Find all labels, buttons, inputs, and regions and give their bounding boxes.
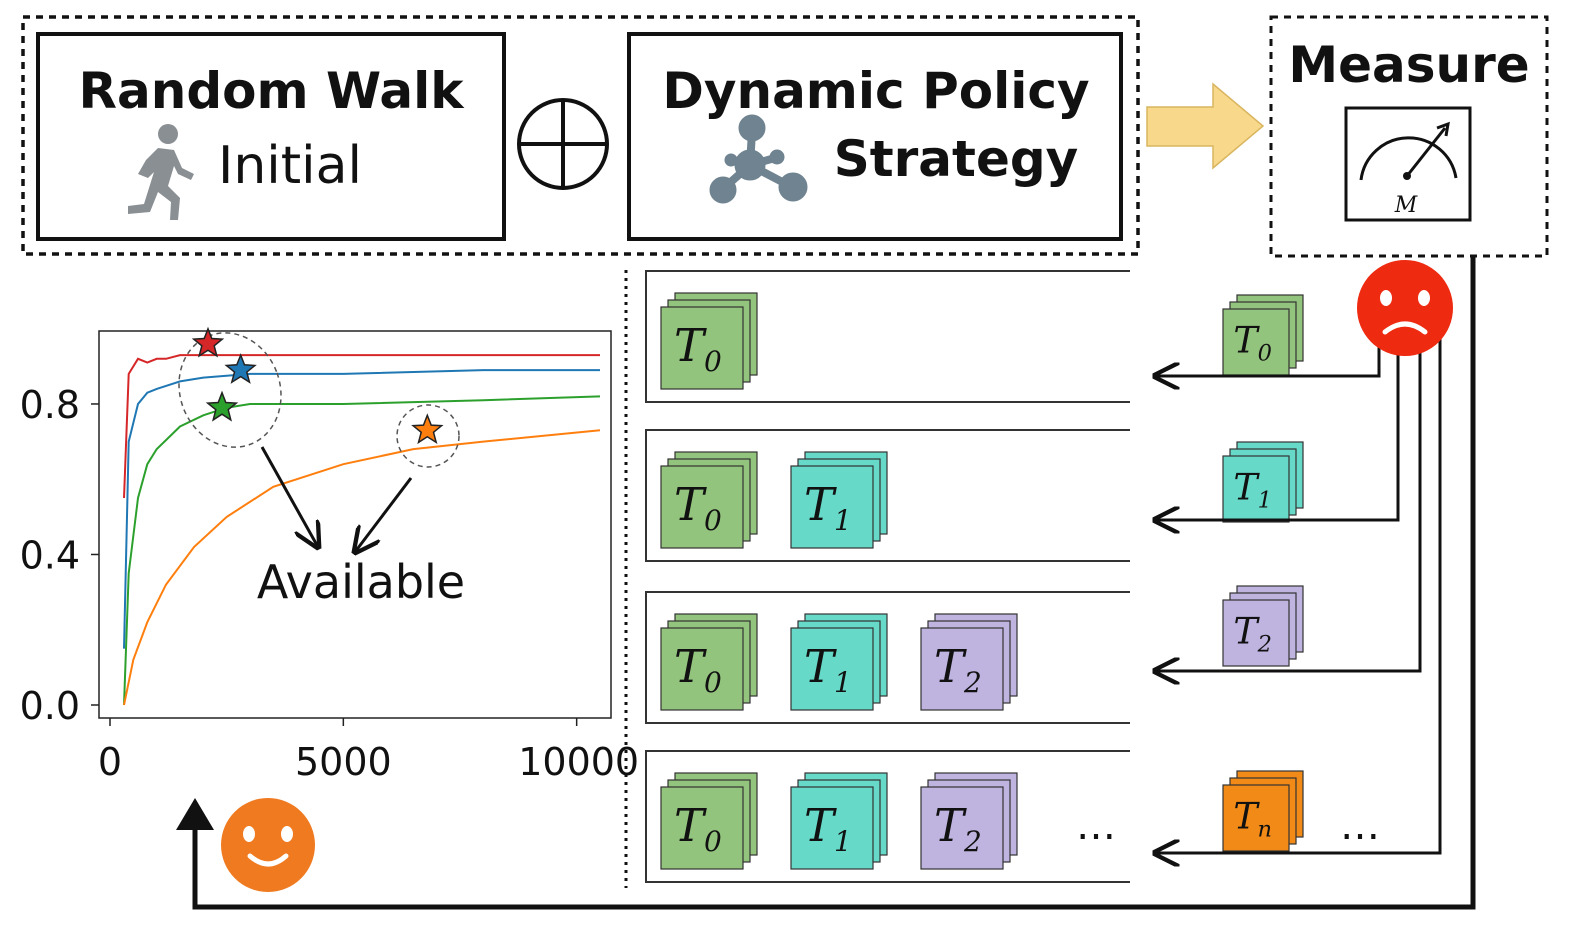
star-marker-0: [191, 326, 225, 358]
series-line-3: [123, 429, 601, 706]
row-border: [645, 429, 1130, 562]
task-stack-T1: T1: [790, 772, 888, 870]
task-stack-T1: T1: [790, 451, 888, 549]
available-arrow-right: [355, 477, 413, 552]
runner-icon: [128, 124, 194, 220]
return-path: [192, 256, 1476, 910]
incoming-ellipsis: …: [1340, 803, 1380, 849]
feedback-line-row2: [1155, 340, 1400, 520]
task-label: T1: [804, 799, 852, 858]
feedback-line-row3: [1155, 340, 1422, 671]
feedback-line-row4: [1155, 335, 1442, 853]
task-row-3: T0 T1 T2 …: [645, 750, 1130, 883]
row-border: [645, 750, 1130, 883]
random-walk-box: Random Walk Initial: [36, 32, 506, 241]
task-label: T1: [804, 640, 852, 699]
x-tick-label: 10000: [518, 740, 639, 784]
incoming-task-T2: T2: [1222, 585, 1304, 667]
task-row-1: T0 T1: [645, 429, 1130, 562]
series-line-1: [123, 369, 600, 649]
incoming-task-T0: T0: [1222, 294, 1304, 376]
row-border: [645, 591, 1130, 724]
row-border: [645, 270, 1130, 403]
chart-frame: [98, 330, 612, 719]
series-line-0: [123, 354, 600, 499]
network-icon: [709, 114, 808, 204]
task-stack-T0: T0: [660, 292, 758, 390]
series-line-2: [123, 395, 601, 706]
available-single-circle: [396, 404, 460, 468]
meter-label: M: [1394, 193, 1418, 218]
happy-face-icon: [221, 798, 315, 892]
measure-title: Measure: [1288, 36, 1529, 94]
row-ellipsis: …: [1076, 803, 1116, 849]
y-tick-label: 0.4: [20, 533, 80, 577]
gauge-icon: M: [1344, 106, 1472, 222]
policy-box: Dynamic Policy Strategy: [627, 32, 1123, 241]
y-tick-label: 0.0: [20, 684, 80, 728]
task-stack-T2: T2: [920, 772, 1018, 870]
star-marker-3: [411, 413, 444, 445]
available-annotation: Available: [257, 555, 465, 609]
accuracy-chart: 0.0 0.4 0.8 0 5000 10000 Available: [20, 326, 639, 784]
task-stack-T0: T0: [660, 613, 758, 711]
y-tick-label: 0.8: [20, 383, 80, 427]
x-tick-label: 5000: [295, 740, 392, 784]
task-label: T0: [674, 640, 722, 699]
star-marker-2: [205, 390, 239, 422]
task-row-0: T0: [645, 270, 1130, 403]
random-walk-subtitle: Initial: [218, 136, 362, 196]
incoming-task-Tn: Tn: [1222, 770, 1304, 852]
available-arrow-left: [260, 446, 318, 547]
task-stack-T0: T0: [660, 772, 758, 870]
policy-title-line1: Dynamic Policy: [662, 62, 1089, 120]
task-stack-T0: T0: [660, 451, 758, 549]
random-walk-title: Random Walk: [79, 62, 466, 120]
return-arrow-head: [176, 798, 214, 830]
incoming-task-T1: T1: [1222, 441, 1304, 523]
star-marker-1: [224, 353, 257, 384]
block-arrow-right-icon: [1146, 82, 1265, 170]
task-stack-T1: T1: [790, 613, 888, 711]
policy-title-line2: Strategy: [834, 130, 1079, 188]
task-row-2: T0 T1 T2: [645, 591, 1130, 724]
x-tick-label: 0: [98, 740, 122, 784]
oplus-icon: [517, 98, 609, 190]
measure-box: Measure M: [1269, 15, 1549, 258]
task-stack-T2: T2: [920, 613, 1018, 711]
sad-face-icon: [1357, 260, 1453, 356]
